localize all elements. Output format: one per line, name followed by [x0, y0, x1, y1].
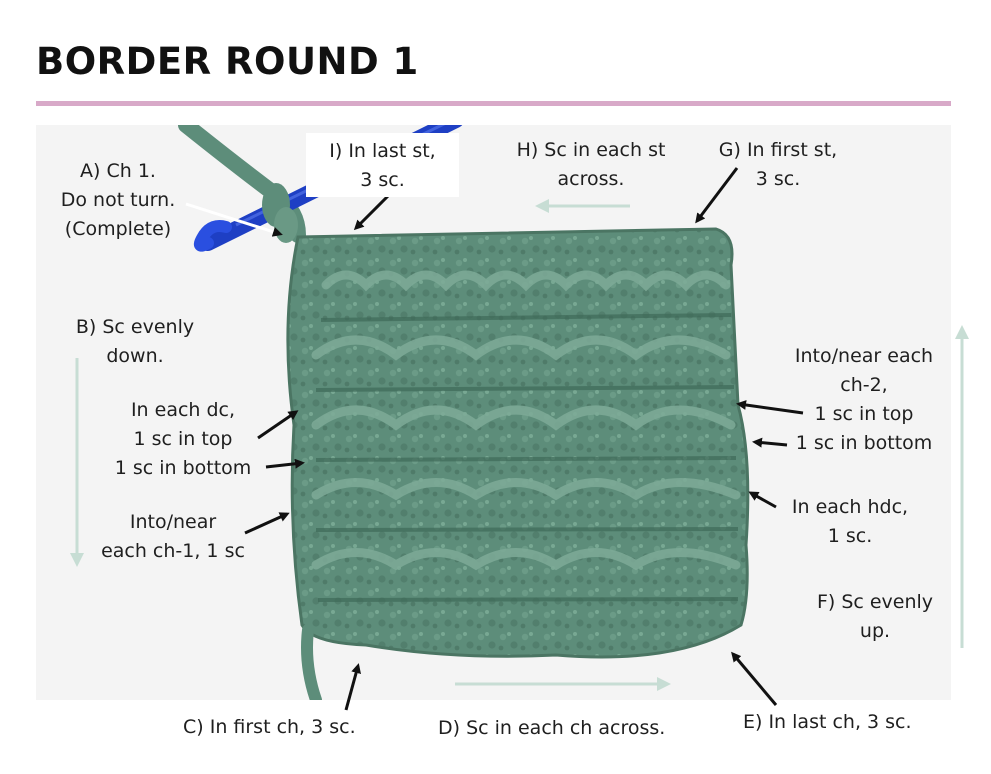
label-b-ch1-line: each ch-1, 1 sc	[101, 540, 245, 562]
label-f-line: F) Sc evenly	[816, 591, 934, 613]
swatch-body	[286, 227, 750, 659]
label-f-hdc: In each hdc, 1 sc.	[780, 493, 920, 551]
stitch-rows	[311, 270, 741, 571]
label-b-ch1: Into/near each ch-1, 1 sc	[90, 508, 256, 566]
label-f-hdc-line: 1 sc.	[827, 525, 873, 547]
label-b-ch1-line: Into/near	[129, 511, 217, 533]
label-a: A) Ch 1. Do not turn. (Complete)	[48, 157, 188, 244]
label-f-ch2-line: 1 sc in top	[814, 403, 914, 425]
label-b-dc: In each dc, 1 sc in top 1 sc in bottom	[100, 396, 266, 483]
label-b-dc-line: 1 sc in top	[133, 428, 233, 450]
label-i: I) In last st, 3 sc.	[306, 133, 459, 197]
label-b: B) Sc evenly down.	[60, 313, 210, 371]
label-h: H) Sc in each st across.	[500, 136, 682, 194]
label-a-line: A) Ch 1.	[80, 160, 156, 182]
label-f-ch2-line: 1 sc in bottom	[795, 432, 933, 454]
label-f: F) Sc evenly up.	[800, 588, 950, 646]
label-i-line: 3 sc.	[360, 169, 405, 191]
label-h-line: H) Sc in each st	[516, 139, 666, 161]
label-e: E) In last ch, 3 sc.	[743, 711, 912, 733]
label-f-ch2-line: ch-2,	[840, 374, 888, 396]
label-f-ch2: Into/near each ch-2, 1 sc in top 1 sc in…	[778, 342, 950, 458]
stitch-rows-dark	[315, 313, 739, 602]
label-b-line: B) Sc evenly	[75, 316, 195, 338]
label-h-line: across.	[557, 168, 625, 190]
label-f-ch2-line: Into/near each	[794, 345, 934, 367]
label-g-line: G) In first st,	[718, 139, 838, 161]
title-divider	[36, 101, 951, 106]
label-a-line: Do not turn.	[60, 189, 176, 211]
label-d: D) Sc in each ch across.	[438, 717, 666, 739]
page-title: BORDER ROUND 1	[36, 40, 419, 83]
label-g: G) In first st, 3 sc.	[708, 136, 848, 194]
label-f-hdc-line: In each hdc,	[791, 496, 909, 518]
yarn-tail-bottom	[301, 624, 322, 700]
label-g-line: 3 sc.	[755, 168, 801, 190]
label-f-line: up.	[859, 620, 891, 642]
label-b-dc-line: In each dc,	[130, 399, 236, 421]
label-i-line: I) In last st,	[329, 140, 436, 162]
label-b-dc-line: 1 sc in bottom	[114, 457, 252, 479]
label-c: C) In first ch, 3 sc.	[183, 716, 356, 738]
label-a-line: (Complete)	[64, 218, 172, 240]
label-b-line: down.	[106, 345, 164, 367]
